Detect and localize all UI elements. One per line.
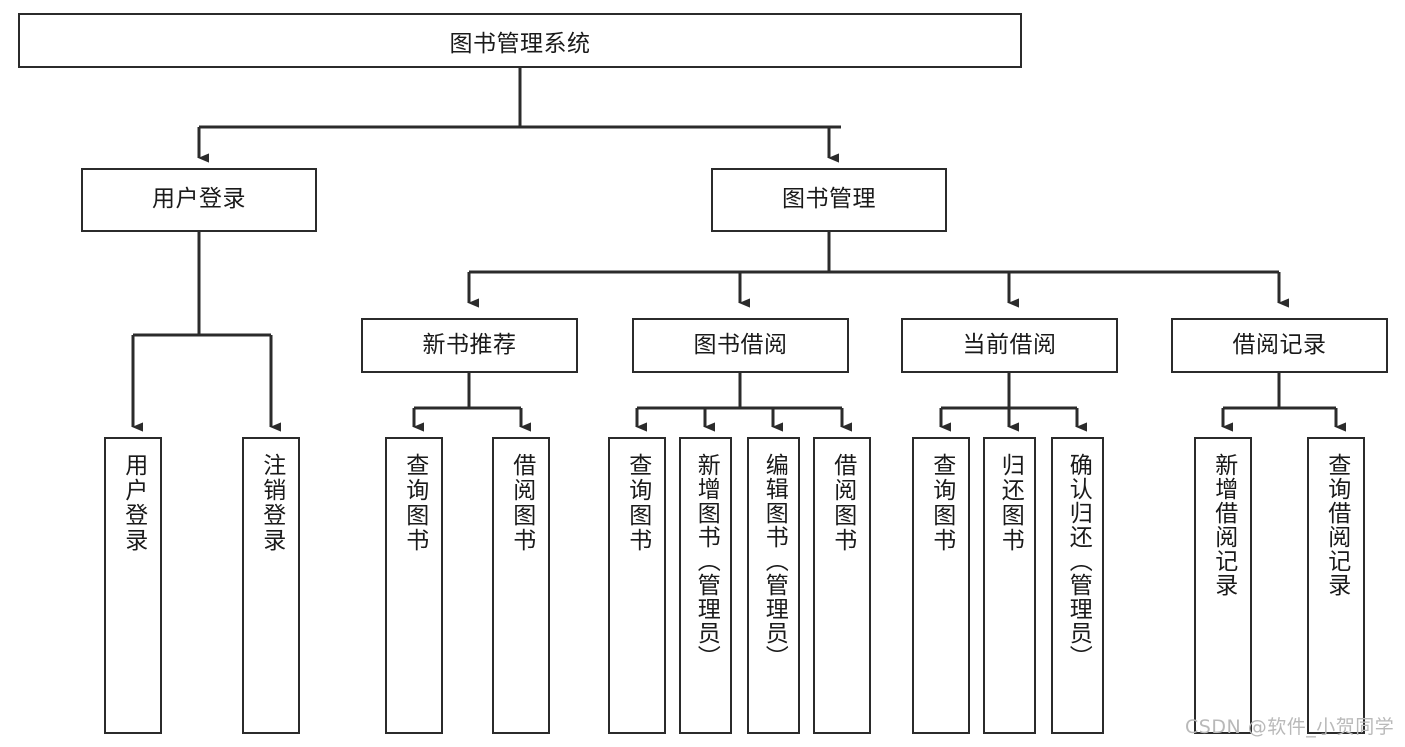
node-current-borrow[interactable]: 当前借阅	[901, 318, 1118, 373]
node-label: 编辑图书（管理员）	[761, 453, 788, 669]
node-label: 图书借阅	[693, 331, 788, 358]
node-borrow-record[interactable]: 借阅记录	[1171, 318, 1388, 373]
node-label: 当前借阅	[962, 331, 1057, 358]
leaf-query-book-recommend[interactable]: 查询图书	[385, 437, 443, 734]
csdn-watermark: CSDN @软件_小贺同学	[1185, 716, 1395, 738]
leaf-add-borrow-record[interactable]: 新增借阅记录	[1194, 437, 1252, 734]
leaf-query-book-current[interactable]: 查询图书	[912, 437, 970, 734]
node-label: 查询图书	[624, 453, 651, 553]
node-book-borrow[interactable]: 图书借阅	[632, 318, 849, 373]
node-label: 用户登录	[152, 186, 246, 213]
leaf-user-login[interactable]: 用户登录	[104, 437, 162, 734]
leaf-borrow-book-recommend[interactable]: 借阅图书	[492, 437, 550, 734]
node-label: 新增图书（管理员）	[693, 453, 720, 669]
leaf-return-book[interactable]: 归还图书	[983, 437, 1036, 734]
node-label: 新增借阅记录	[1210, 453, 1237, 597]
node-book-management[interactable]: 图书管理	[711, 168, 947, 232]
node-label: 图书管理	[782, 186, 876, 213]
node-label: 新书推荐	[422, 331, 517, 358]
node-label: 归还图书	[997, 453, 1024, 553]
leaf-borrow-book[interactable]: 借阅图书	[813, 437, 871, 734]
node-user-login[interactable]: 用户登录	[81, 168, 317, 232]
node-label: 查询图书	[928, 453, 955, 553]
leaf-query-borrow-record[interactable]: 查询借阅记录	[1307, 437, 1365, 734]
node-label: 借阅记录	[1232, 331, 1327, 358]
node-label: 确认归还（管理员）	[1065, 453, 1092, 669]
node-label: 图书管理系统	[449, 30, 591, 57]
node-label: 注销登录	[258, 453, 285, 553]
node-label: 查询借阅记录	[1323, 453, 1350, 597]
leaf-confirm-return-admin[interactable]: 确认归还（管理员）	[1051, 437, 1104, 734]
node-label: 借阅图书	[829, 453, 856, 553]
leaf-query-book-borrow[interactable]: 查询图书	[608, 437, 666, 734]
node-new-book-recommend[interactable]: 新书推荐	[361, 318, 578, 373]
node-label: 借阅图书	[508, 453, 535, 553]
leaf-edit-book-admin[interactable]: 编辑图书（管理员）	[747, 437, 800, 734]
leaf-add-book-admin[interactable]: 新增图书（管理员）	[679, 437, 732, 734]
node-label: 查询图书	[401, 453, 428, 553]
node-label: 用户登录	[120, 453, 147, 553]
node-book-management-system[interactable]: 图书管理系统	[18, 13, 1022, 68]
leaf-logout-login[interactable]: 注销登录	[242, 437, 300, 734]
